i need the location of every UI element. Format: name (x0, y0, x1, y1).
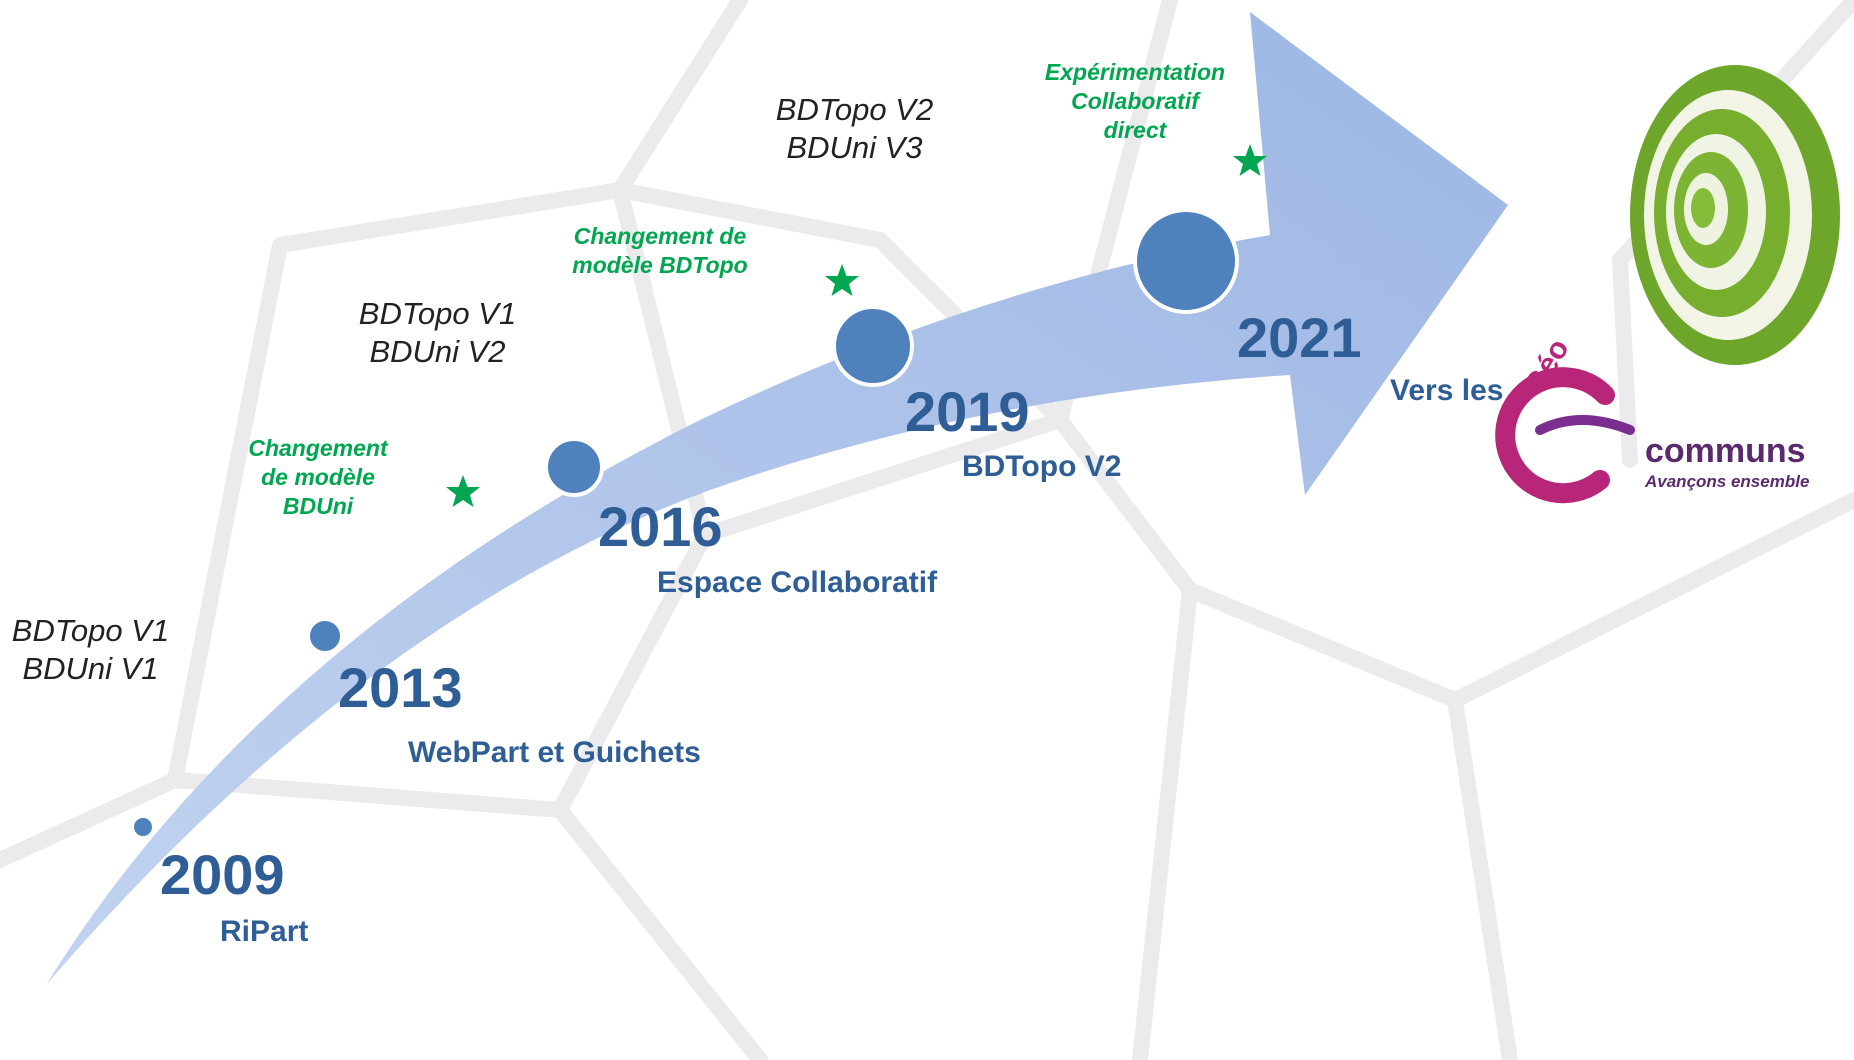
event-espace-collaboratif: Espace Collaboratif (657, 566, 938, 599)
event-ripart: RiPart (220, 915, 309, 948)
dot-2016 (544, 437, 604, 497)
star-icon (825, 264, 859, 296)
stars (446, 144, 1267, 507)
year-2019: 2019 (905, 380, 1030, 443)
year-2009: 2009 (160, 843, 285, 906)
timeline-arrow (46, 12, 1508, 985)
dot-2013 (306, 617, 344, 655)
target-logo-icon (1630, 65, 1840, 365)
geocommuns-tagline: Avançons ensemble (1645, 472, 1810, 491)
vers-les-label: Vers les (1390, 374, 1504, 407)
year-2021: 2021 (1237, 306, 1362, 369)
geocommuns-logo-icon (1495, 367, 1635, 504)
geocommuns-name: communs (1645, 432, 1806, 470)
star-icon (446, 475, 480, 507)
dot-2009 (130, 814, 156, 840)
milestone-dots (130, 208, 1239, 840)
star-icon (1233, 144, 1267, 176)
year-2016: 2016 (598, 495, 723, 558)
year-2013: 2013 (338, 656, 463, 719)
event-webpart: WebPart et Guichets (408, 736, 701, 769)
dot-2021 (1133, 208, 1239, 314)
event-bdtopo-v2: BDTopo V2 (962, 450, 1122, 483)
dot-2019 (832, 305, 914, 387)
